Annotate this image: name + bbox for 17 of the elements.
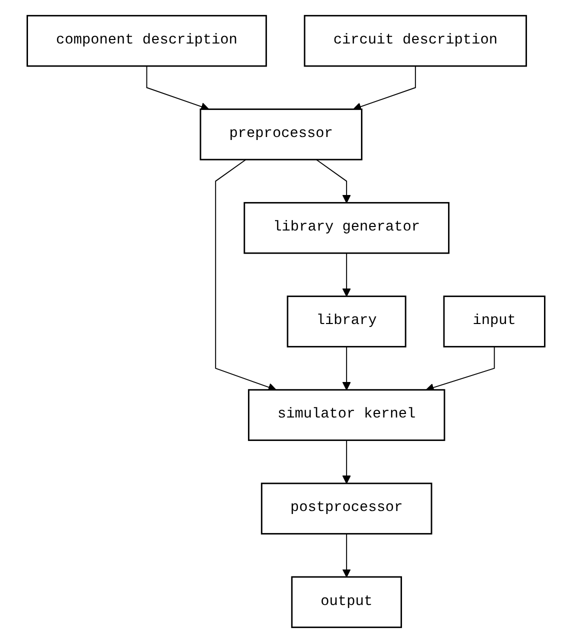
arrow [353, 66, 416, 111]
node-box: output [291, 576, 402, 628]
arrow [342, 533, 351, 578]
arrow [342, 440, 351, 484]
node-box: input [443, 296, 546, 348]
node-box: library generator [244, 202, 450, 254]
arrow [215, 159, 276, 392]
node-box: component description [26, 14, 267, 67]
arrow [342, 346, 351, 390]
arrow [316, 159, 351, 204]
node-box: circuit description [304, 14, 527, 67]
arrow [342, 252, 351, 297]
node-box: postprocessor [260, 482, 432, 534]
node-box: preprocessor [200, 108, 362, 160]
arrow [146, 66, 210, 111]
node-box: library [286, 296, 406, 348]
node-box: simulator kernel [248, 389, 446, 441]
